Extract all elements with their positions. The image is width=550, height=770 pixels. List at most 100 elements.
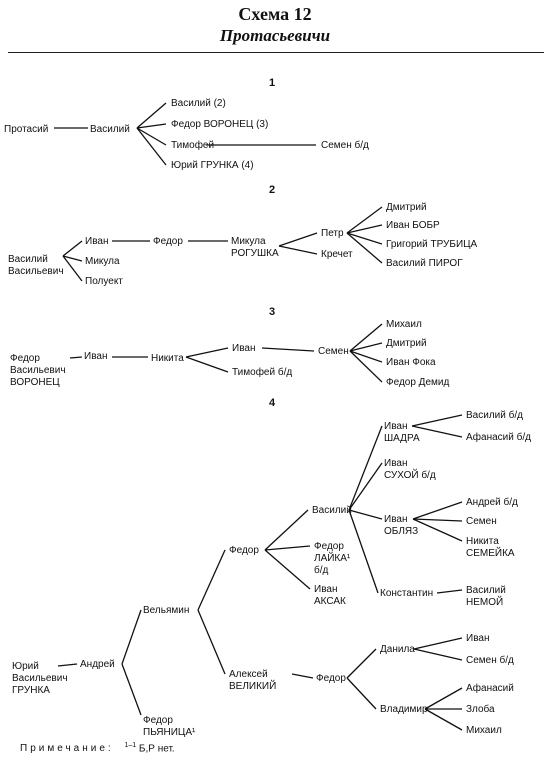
person-node-s3-ivan-foka: Иван Фока: [386, 357, 436, 368]
connector-line: [346, 677, 377, 710]
connector-line: [346, 206, 383, 234]
person-node-s4-semen-bd: Семен б/д: [466, 654, 514, 666]
page-title: Схема 12: [238, 4, 312, 24]
footnote-sup: 1–1: [124, 742, 137, 749]
person-node-s3-nikita: Никита: [151, 353, 184, 364]
connector-line: [412, 501, 463, 520]
person-node-s4-danila: Данила: [380, 644, 415, 655]
connector-line: [424, 708, 463, 731]
connector-line: [349, 342, 383, 352]
person-node-s2-fedor: Федор: [153, 236, 183, 247]
connector-line: [136, 123, 167, 129]
person-node-s3-fedor-demid: Федор Демид: [386, 377, 449, 388]
connector-line: [349, 350, 383, 383]
person-node-s4-konstantin: Константин: [380, 588, 433, 599]
connector-line: [121, 609, 142, 665]
connector-line: [264, 549, 311, 590]
connector-line: [136, 127, 167, 166]
connector-line: [278, 245, 318, 255]
person-node-s1-timofei: Тимофей: [171, 139, 214, 151]
connector-line: [348, 509, 379, 594]
connector-line: [185, 347, 229, 358]
connector-line: [264, 509, 309, 551]
person-node-s1-protasii: Протасий: [4, 124, 48, 135]
person-node-s1-semen: Семен б/д: [321, 139, 369, 151]
person-node-s2-poluekt: Полуект: [85, 276, 123, 287]
connector-line: [346, 648, 377, 679]
connector-line: [278, 232, 318, 247]
person-node-s4-ivan: Иван: [466, 633, 489, 644]
connector-line: [264, 545, 311, 551]
person-node-s3-semen: Семен: [318, 346, 349, 357]
connector-line: [346, 232, 383, 245]
person-node-s2-ivan-bobr: Иван БОБР: [386, 220, 440, 231]
connector-line: [136, 102, 167, 129]
connector-line: [261, 347, 315, 352]
connector-line: [185, 356, 229, 373]
person-node-s4-velyamin: Вельямин: [143, 605, 189, 616]
person-node-s1-yurii-grunka: Юрий ГРУНКА (4): [171, 160, 254, 171]
connector-line: [291, 673, 314, 679]
connector-line: [412, 518, 463, 542]
connector-line: [57, 663, 78, 667]
footnote: Примечание: 1–1 Б,Р нет.: [20, 742, 175, 754]
connector-line: [62, 240, 83, 257]
connector-line: [348, 462, 383, 511]
footnote-text: Б,Р нет.: [138, 743, 175, 755]
person-node-s4-afanasii: Афанасий: [466, 682, 514, 694]
person-node-s1-vasilii2: Василий (2): [171, 98, 226, 109]
person-node-s4-andrei: Андрей: [80, 659, 115, 670]
person-node-s4-zloba: Злоба: [466, 703, 495, 715]
connector-line: [413, 637, 463, 650]
connector-line: [62, 255, 83, 282]
connector-line: [136, 127, 167, 146]
person-node-s1-fedor-voronets: Федор ВОРОНЕЦ (3): [171, 119, 268, 130]
person-node-s2-dmitrii: Дмитрий: [386, 202, 427, 213]
connector-line: [62, 255, 83, 262]
connector-line: [197, 549, 226, 611]
connector-line: [121, 663, 142, 716]
connector-line: [346, 224, 383, 234]
connector-line: [197, 609, 226, 675]
person-node-s4-vladimir: Владимир: [380, 704, 428, 715]
person-node-s2-vasilii-pirog: Василий ПИРОГ: [386, 258, 463, 269]
person-node-s4-fedor: Федор: [229, 545, 259, 556]
person-node-s3-ivan2: Иван: [232, 343, 255, 354]
person-node-s1-vasilii: Василий: [90, 124, 130, 135]
page-subtitle: Протасьевичи: [219, 26, 331, 45]
person-node-s3-mikhail: Михаил: [386, 319, 422, 330]
footnote-label: Примечание:: [20, 743, 114, 755]
scheme-number: 1: [269, 77, 275, 89]
person-node-s4-semen: Семен: [466, 516, 497, 527]
connector-line: [412, 518, 463, 522]
connector-line: [349, 350, 383, 363]
person-node-s2-ivan: Иван: [85, 236, 108, 247]
scheme-number: 3: [269, 306, 275, 318]
person-node-s3-ivan: Иван: [84, 351, 107, 362]
person-node-s2-krechet: Кречет: [321, 249, 353, 260]
title-divider: [8, 52, 544, 53]
connector-line: [348, 509, 383, 520]
connector-line: [411, 414, 463, 427]
person-node-s3-dmitrii: Дмитрий: [386, 338, 427, 349]
person-node-s2-grigorii: Григорий ТРУБИЦА: [386, 239, 478, 250]
connector-line: [348, 425, 383, 511]
person-node-s3-timofei: Тимофей б/д: [232, 366, 292, 378]
connector-line: [413, 648, 463, 661]
person-node-s2-petr: Петр: [321, 228, 344, 239]
connector-line: [69, 356, 83, 359]
